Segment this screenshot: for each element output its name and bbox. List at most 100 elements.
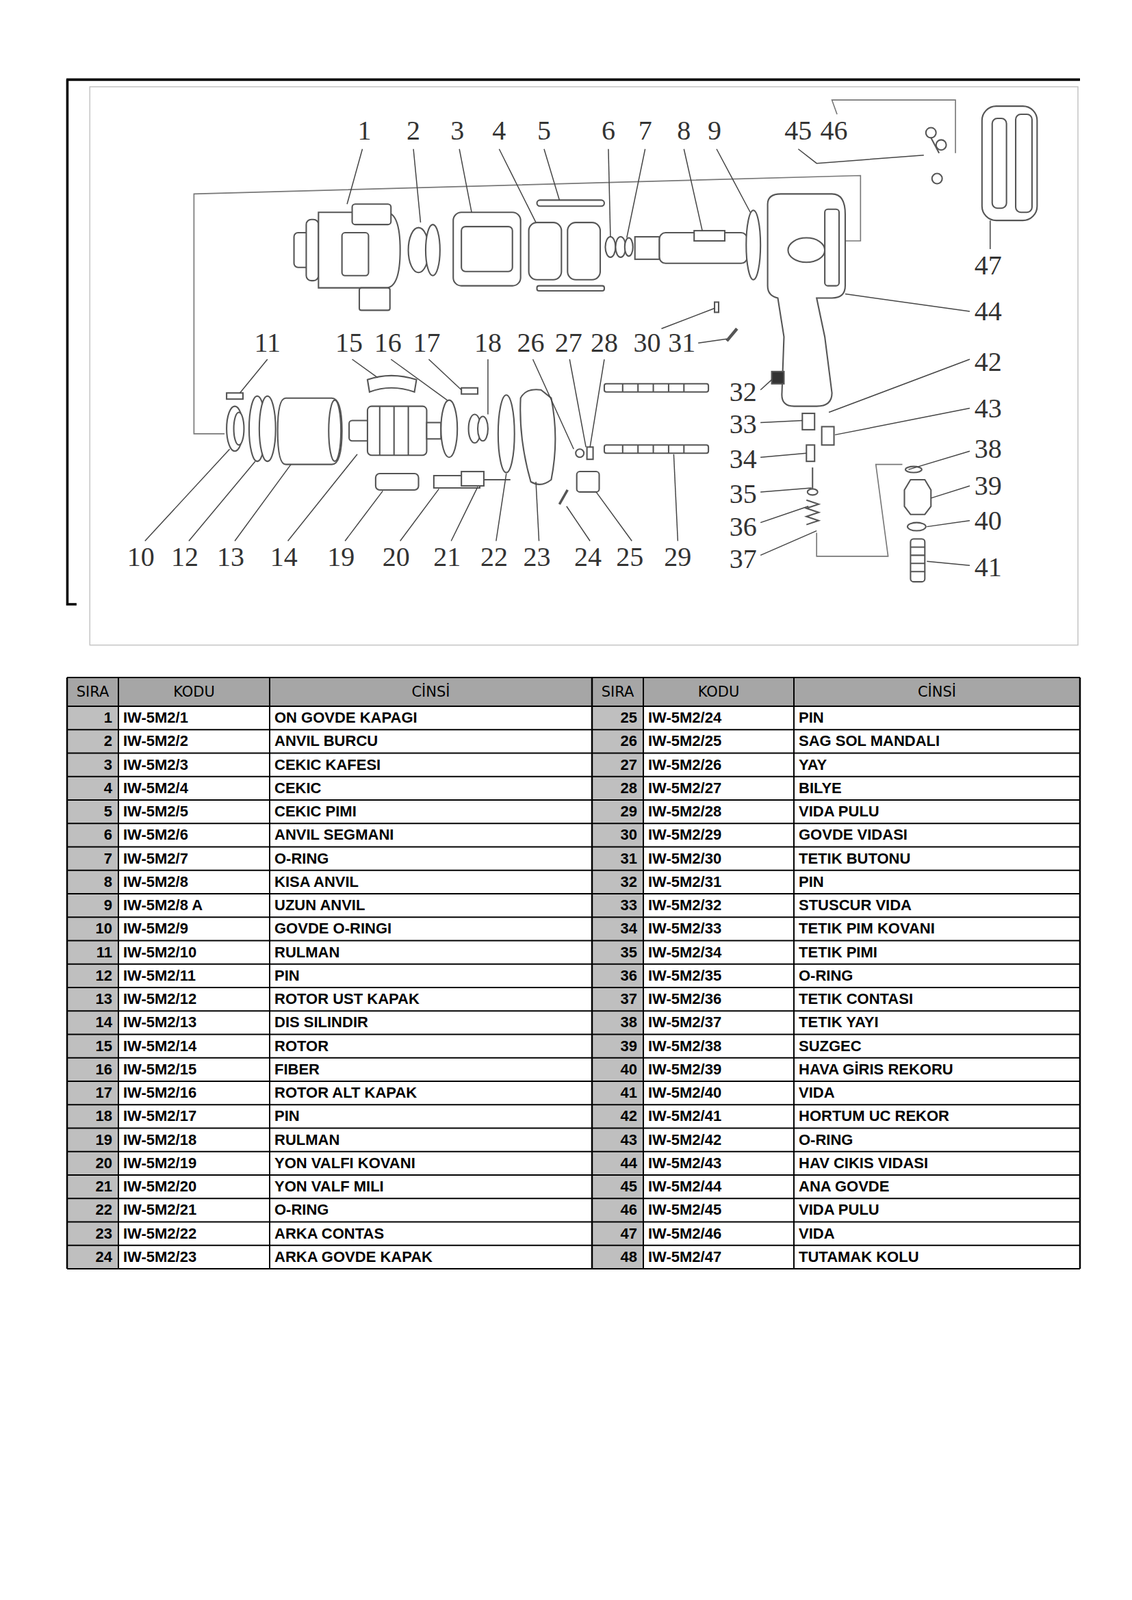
table-cell: IW-5M2/17	[119, 1105, 269, 1128]
table-cell: 45	[592, 1175, 643, 1198]
table-cell: IW-5M2/28	[644, 800, 794, 823]
table-cell: HAV CIKIS VIDASI	[794, 1152, 1080, 1175]
table-cell: TETIK YAYI	[794, 1011, 1080, 1034]
table-cell: RULMAN	[270, 941, 592, 964]
table-cell: 24	[67, 1246, 118, 1269]
table-cell: IW-5M2/5	[119, 800, 269, 823]
callout-number: 25	[615, 543, 645, 571]
table-cell: IW-5M2/33	[644, 917, 794, 940]
callout-number: 18	[473, 329, 503, 357]
table-header: KODU	[644, 678, 794, 706]
table-cell: ROTOR UST KAPAK	[270, 988, 592, 1011]
table-cell: IW-5M2/31	[644, 871, 794, 894]
callout-number: 8	[676, 117, 692, 145]
callout-number: 44	[973, 297, 1003, 326]
table-cell: 11	[67, 941, 118, 964]
table-cell: 27	[592, 754, 643, 777]
table-cell: IW-5M2/46	[644, 1223, 794, 1245]
table-cell: ARKA CONTAS	[270, 1223, 592, 1245]
callout-number: 4	[491, 117, 507, 145]
table-cell: IW-5M2/30	[644, 847, 794, 870]
table-cell: YAY	[794, 754, 1080, 777]
table-cell: 22	[67, 1199, 118, 1221]
table-cell: IW-5M2/13	[119, 1011, 269, 1034]
callout-number: 6	[600, 117, 616, 145]
callout-number: 41	[973, 553, 1003, 582]
callout-number: 14	[269, 543, 299, 571]
table-cell: SUZGEC	[794, 1035, 1080, 1058]
table-cell: 25	[592, 706, 643, 729]
table-cell: IW-5M2/15	[119, 1058, 269, 1081]
table-cell: YON VALF MILI	[270, 1175, 592, 1198]
callout-number: 33	[728, 410, 758, 439]
callout-number: 5	[536, 117, 552, 145]
table-cell: SAG SOL MANDALI	[794, 730, 1080, 753]
table-cell: ON GOVDE KAPAGI	[270, 706, 592, 729]
table-cell: IW-5M2/1	[119, 706, 269, 729]
table-cell: TETIK PIMI	[794, 941, 1080, 964]
table-cell: 30	[592, 824, 643, 846]
callout-number: 15	[334, 329, 364, 357]
callout-number: 27	[554, 329, 584, 357]
table-cell: 2	[67, 730, 118, 753]
table-cell: IW-5M2/3	[119, 754, 269, 777]
table-cell: IW-5M2/40	[644, 1082, 794, 1104]
table-cell: ROTOR ALT KAPAK	[270, 1082, 592, 1104]
table-cell: IW-5M2/37	[644, 1011, 794, 1034]
frame-bracket	[66, 79, 1080, 605]
table-cell: 31	[592, 847, 643, 870]
table-cell: IW-5M2/38	[644, 1035, 794, 1058]
table-cell: 33	[592, 894, 643, 917]
table-cell: UZUN ANVIL	[270, 894, 592, 917]
callout-number: 45	[783, 117, 813, 145]
callout-number: 46	[819, 117, 849, 145]
callout-number: 1	[356, 117, 372, 145]
table-cell: 37	[592, 988, 643, 1011]
table-cell: 3	[67, 754, 118, 777]
table-cell: CEKIC KAFESI	[270, 754, 592, 777]
table-cell: O-RING	[794, 1129, 1080, 1152]
table-cell: 44	[592, 1152, 643, 1175]
table-cell: TUTAMAK KOLU	[794, 1246, 1080, 1269]
picture-frame	[89, 86, 1078, 646]
table-cell: TETIK CONTASI	[794, 988, 1080, 1011]
table-cell: 1	[67, 706, 118, 729]
callout-number: 35	[728, 480, 758, 508]
table-cell: IW-5M2/27	[644, 777, 794, 800]
table-cell: DIS SILINDIR	[270, 1011, 592, 1034]
table-cell: 14	[67, 1011, 118, 1034]
table-cell: IW-5M2/21	[119, 1199, 269, 1221]
table-cell: IW-5M2/29	[644, 824, 794, 846]
table-cell: TETIK PIM KOVANI	[794, 917, 1080, 940]
table-cell: IW-5M2/19	[119, 1152, 269, 1175]
callout-number: 9	[706, 117, 723, 145]
table-cell: GOVDE VIDASI	[794, 824, 1080, 846]
callout-number: 26	[516, 329, 546, 357]
parts-table-grid	[67, 677, 1080, 1269]
table-cell: HORTUM UC REKOR	[794, 1105, 1080, 1128]
parts	[226, 106, 1037, 582]
table-cell: VIDA	[794, 1082, 1080, 1104]
table-cell: IW-5M2/25	[644, 730, 794, 753]
callout-number: 19	[326, 543, 356, 571]
table-cell: 18	[67, 1105, 118, 1128]
table-cell: KISA ANVIL	[270, 871, 592, 894]
table-cell: IW-5M2/24	[644, 706, 794, 729]
table-cell: 42	[592, 1105, 643, 1128]
table-cell: IW-5M2/43	[644, 1152, 794, 1175]
table-cell: IW-5M2/18	[119, 1129, 269, 1152]
table-cell: 43	[592, 1129, 643, 1152]
table-cell: 47	[592, 1223, 643, 1245]
table-cell: VIDA PULU	[794, 1199, 1080, 1221]
leader-lines	[145, 149, 991, 566]
table-cell: 26	[592, 730, 643, 753]
callout-number: 42	[973, 348, 1003, 376]
table-cell: PIN	[270, 1105, 592, 1128]
table-cell: 13	[67, 988, 118, 1011]
table-cell: 9	[67, 894, 118, 917]
table-cell: O-RING	[270, 847, 592, 870]
callout-number: 3	[449, 117, 465, 145]
table-cell: 39	[592, 1035, 643, 1058]
table-cell: VIDA PULU	[794, 800, 1080, 823]
table-cell: IW-5M2/12	[119, 988, 269, 1011]
